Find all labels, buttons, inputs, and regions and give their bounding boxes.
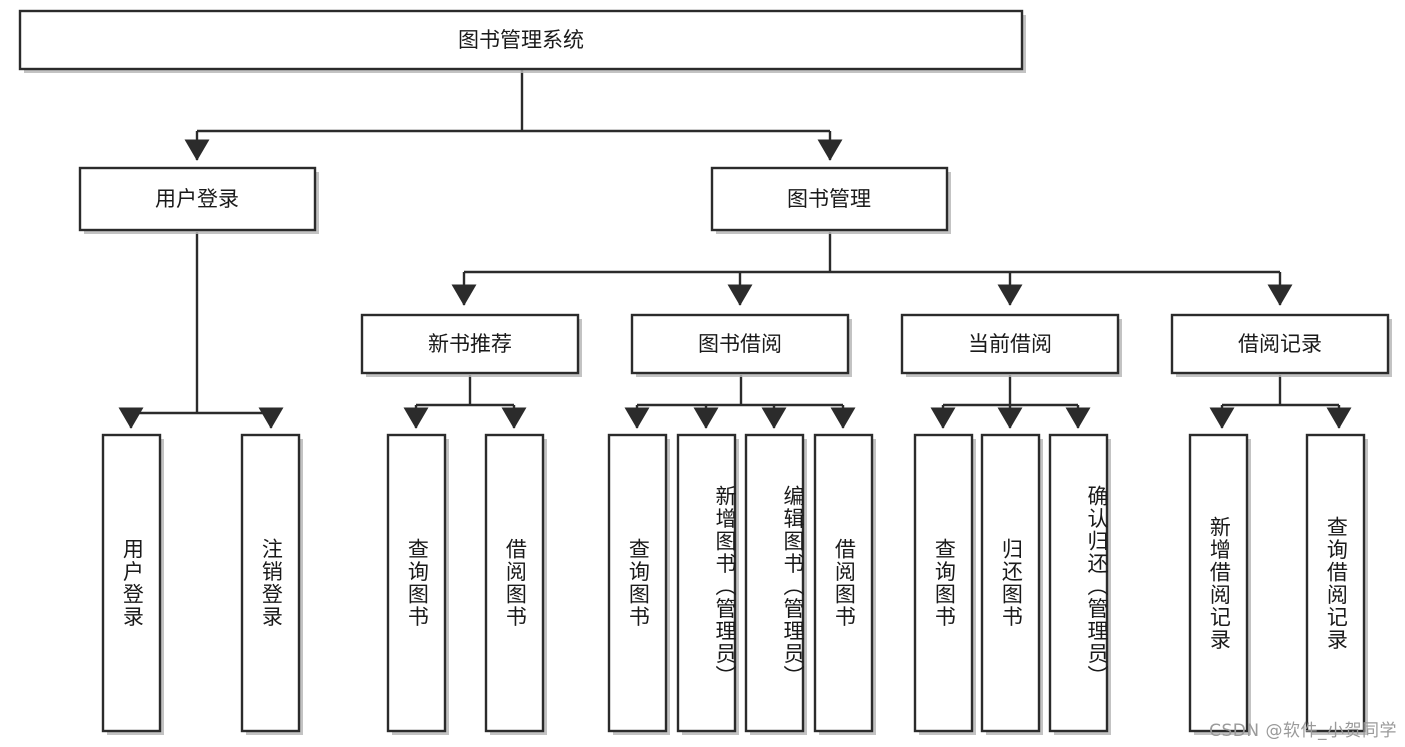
node-leaf-user-login[interactable] [101, 433, 164, 735]
node-user-login-label: 用户登录 [155, 187, 239, 211]
node-leaf-query-book-2[interactable] [607, 433, 670, 735]
node-leaf-query-book-3[interactable] [913, 433, 976, 735]
node-leaf-add-book[interactable] [676, 433, 739, 735]
node-leaf-edit-book[interactable] [744, 433, 807, 735]
node-root[interactable]: 图书管理系统 [18, 9, 1026, 73]
node-book-management-label: 图书管理 [787, 187, 871, 211]
node-leaf-query-record[interactable] [1305, 433, 1368, 735]
node-leaf-borrow-book-1[interactable] [484, 433, 547, 735]
node-new-book-recommend[interactable]: 新书推荐 [360, 313, 582, 377]
node-current-borrow[interactable]: 当前借阅 [900, 313, 1122, 377]
node-borrow-record[interactable]: 借阅记录 [1170, 313, 1392, 377]
connectors [118, 70, 1352, 429]
node-book-management[interactable]: 图书管理 [710, 166, 951, 234]
node-leaf-add-record[interactable] [1188, 433, 1251, 735]
node-leaf-return-book[interactable] [980, 433, 1043, 735]
node-new-book-recommend-label: 新书推荐 [428, 332, 512, 356]
node-leaf-borrow-book-2[interactable] [813, 433, 876, 735]
node-current-borrow-label: 当前借阅 [968, 332, 1052, 356]
node-user-login[interactable]: 用户登录 [78, 166, 319, 234]
node-borrow-record-label: 借阅记录 [1238, 332, 1322, 356]
node-root-label: 图书管理系统 [458, 28, 584, 52]
node-book-borrow-label: 图书借阅 [698, 332, 782, 356]
node-book-borrow[interactable]: 图书借阅 [630, 313, 852, 377]
csdn-watermark: CSDN @软件_小贺同学 [1209, 721, 1397, 741]
leaf-boxes [101, 433, 1368, 735]
node-leaf-logout-login[interactable] [240, 433, 303, 735]
node-leaf-confirm-return[interactable] [1048, 433, 1111, 735]
node-leaf-query-book-1[interactable] [386, 433, 449, 735]
